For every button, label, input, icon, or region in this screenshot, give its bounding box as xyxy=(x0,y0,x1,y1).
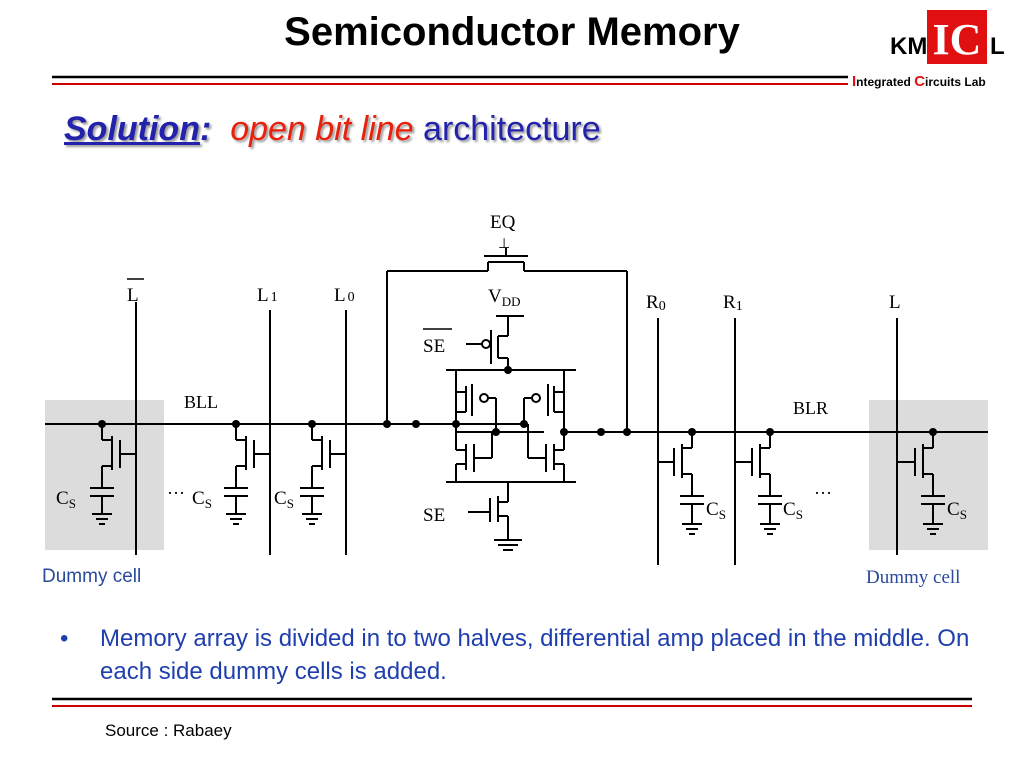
solution-colon: : xyxy=(199,110,212,148)
vdd-label: VDD xyxy=(488,286,521,309)
wordline-l-bar-label: L xyxy=(127,285,139,306)
se-label: SE xyxy=(423,505,445,526)
ellipsis-right: … xyxy=(814,478,832,498)
logo-mark: KM IC L xyxy=(890,10,1005,64)
cs-label-dummy-right: CS xyxy=(947,499,967,522)
svg-text:KM: KM xyxy=(890,33,927,60)
bullet-marker: • xyxy=(60,625,69,652)
wordline-r0-label: R0 xyxy=(646,292,666,314)
svg-text:IC: IC xyxy=(933,15,982,64)
solution-label: Solution xyxy=(64,110,200,148)
logo-caption: Integrated Circuits Lab xyxy=(852,73,986,90)
memory-cell-r1 xyxy=(735,432,782,535)
wordline-l-right-label: L xyxy=(889,292,901,313)
junction-dots xyxy=(98,366,937,436)
page-title: Semiconductor Memory xyxy=(284,10,740,54)
dummy-cell-left xyxy=(90,424,136,525)
cs-label-r1: CS xyxy=(783,499,803,522)
cs-label-r0: CS xyxy=(706,499,726,522)
source-citation: Source : Rabaey xyxy=(105,721,232,740)
dummy-cell-right-label: Dummy cell xyxy=(866,567,961,588)
architecture-text: architecture xyxy=(423,110,601,148)
eq-label: EQ xyxy=(490,212,516,233)
dummy-cell-right xyxy=(897,432,945,535)
bullet-text: Memory array is divided in to two halves… xyxy=(100,625,970,685)
memory-cell-l0 xyxy=(300,424,346,525)
wordline-r1-label: R1 xyxy=(723,292,743,314)
blr-label: BLR xyxy=(793,398,828,418)
ellipsis-left: … xyxy=(167,478,185,498)
cs-label-dummy-left: CS xyxy=(56,488,76,511)
memory-cell-r0 xyxy=(658,432,704,535)
cs-label-l1: CS xyxy=(192,488,212,511)
svg-text:L: L xyxy=(990,33,1005,60)
open-bit-line-text: open bit line xyxy=(230,110,414,148)
kmicl-logo: KM IC L Integrated Circuits Lab xyxy=(852,10,1005,90)
bll-label: BLL xyxy=(184,392,218,412)
eq-tee-label: ⊥ xyxy=(498,237,510,252)
memory-cells xyxy=(90,424,945,535)
memory-cell-l1 xyxy=(224,424,270,525)
dummy-cell-left-label: Dummy cell xyxy=(42,566,142,587)
slide-subtitle: Solution: open bit line architecture xyxy=(64,110,601,149)
cs-label-l0: CS xyxy=(274,488,294,511)
se-bar-label: SE xyxy=(423,336,445,357)
